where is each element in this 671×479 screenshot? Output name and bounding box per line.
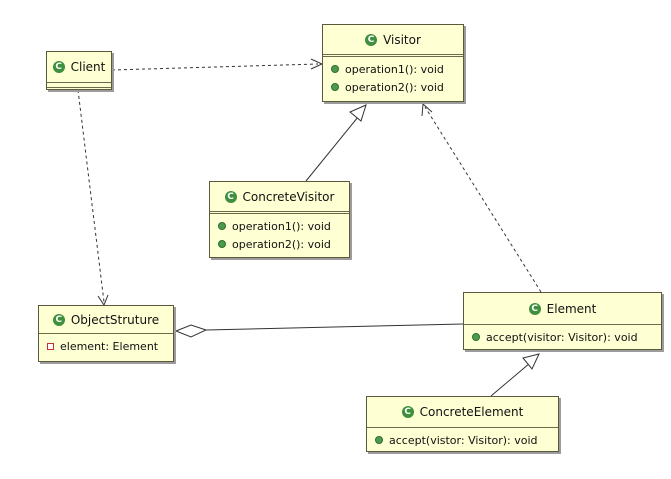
class-object-struture-header: C ObjectStruture — [39, 306, 173, 334]
class-element-header: C Element — [464, 293, 661, 325]
public-method-icon — [218, 222, 226, 230]
element-accept-label: accept(visitor: Visitor): void — [486, 330, 638, 344]
public-method-icon — [472, 333, 480, 341]
class-client-empty-compartment — [47, 83, 111, 88]
class-client-header: C Client — [47, 52, 111, 83]
class-element[interactable]: C Element accept(visitor: Visitor): void — [463, 292, 662, 350]
class-visitor-name: Visitor — [383, 32, 421, 47]
object-struture-attr-label: element: Element — [60, 339, 159, 353]
class-client-name: Client — [70, 60, 106, 74]
class-visitor[interactable]: C Visitor operation1(): void operation2(… — [322, 24, 464, 102]
generalization-concretevisitor-visitor — [305, 104, 367, 182]
element-accept: accept(visitor: Visitor): void — [464, 328, 661, 346]
private-field-icon — [47, 342, 54, 350]
public-method-icon — [218, 240, 226, 248]
class-icon: C — [401, 406, 414, 418]
dependency-element-visitor — [421, 102, 542, 293]
class-icon: C — [52, 313, 65, 326]
public-method-icon — [331, 65, 339, 73]
concrete-visitor-operation2: operation2(): void — [210, 235, 349, 253]
concrete-visitor-operation1-label: operation1(): void — [232, 219, 331, 233]
class-concrete-element-header: C ConcreteElement — [367, 397, 558, 428]
object-struture-attr-element: element: Element — [39, 337, 173, 355]
visitor-operation1-label: operation1(): void — [345, 62, 444, 76]
class-icon: C — [528, 302, 541, 315]
class-concrete-visitor-name: ConcreteVisitor — [242, 189, 335, 204]
class-icon: C — [365, 33, 378, 46]
class-concrete-element-name: ConcreteElement — [419, 405, 524, 419]
class-icon: C — [52, 61, 65, 73]
concrete-visitor-operation2-label: operation2(): void — [232, 237, 331, 251]
visitor-operation2: operation2(): void — [323, 78, 463, 96]
class-object-struture[interactable]: C ObjectStruture element: Element — [38, 305, 174, 362]
concrete-visitor-operation1: operation1(): void — [210, 217, 349, 235]
public-method-icon — [331, 83, 339, 91]
class-concrete-visitor-header: C ConcreteVisitor — [210, 182, 349, 214]
class-object-struture-name: ObjectStruture — [70, 312, 160, 327]
class-icon: C — [224, 190, 237, 203]
generalization-concreteelement-element — [490, 353, 540, 397]
class-concrete-element[interactable]: C ConcreteElement accept(vistor: Visitor… — [366, 396, 559, 452]
dependency-client-visitor — [111, 58, 324, 71]
class-client[interactable]: C Client — [46, 51, 112, 90]
public-method-icon — [375, 436, 383, 444]
class-concrete-visitor[interactable]: C ConcreteVisitor operation1(): void ope… — [209, 181, 350, 258]
visitor-operation2-label: operation2(): void — [345, 80, 444, 94]
class-visitor-header: C Visitor — [323, 25, 463, 57]
aggregation-objectstruture-element — [174, 323, 464, 338]
class-element-name: Element — [546, 301, 597, 316]
visitor-operation1: operation1(): void — [323, 60, 463, 78]
concrete-element-accept-label: accept(vistor: Visitor): void — [389, 433, 538, 447]
dependency-client-objectstruture — [77, 89, 109, 307]
concrete-element-accept: accept(vistor: Visitor): void — [367, 431, 558, 449]
